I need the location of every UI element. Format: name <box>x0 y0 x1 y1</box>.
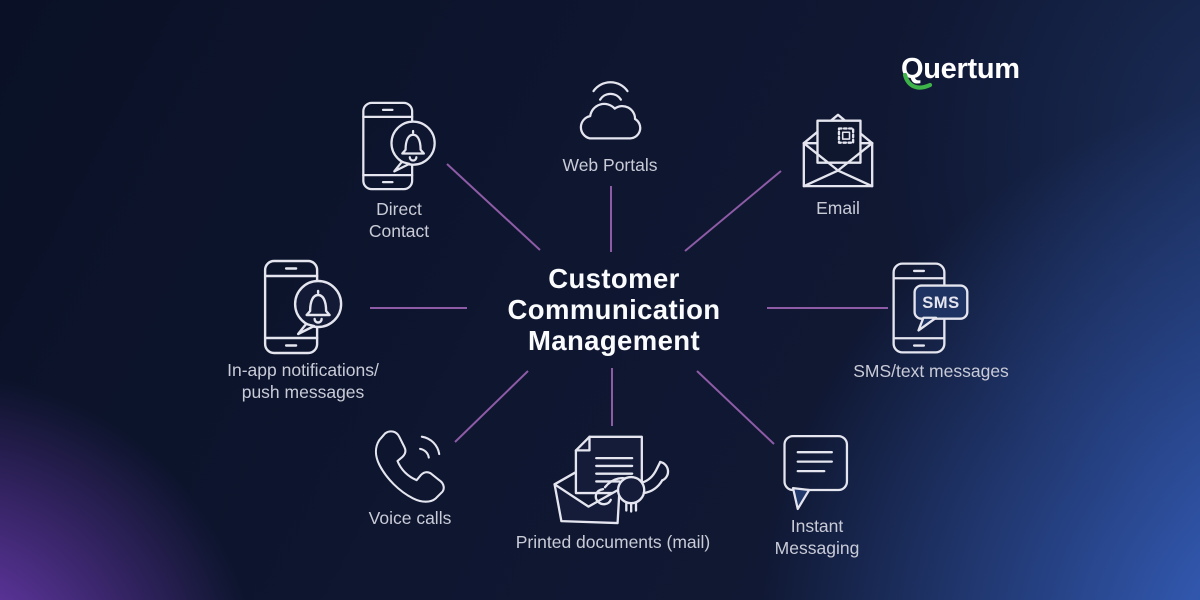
phone-sms-bubble-icon: SMS <box>891 261 971 355</box>
logo-text: Quertum <box>901 53 1020 85</box>
node-direct-contact: Direct Contact <box>361 100 438 242</box>
envelope-document-post-horn-icon <box>550 429 676 528</box>
node-label: Instant Messaging <box>774 516 860 558</box>
logo-q-tail-accent <box>902 72 933 90</box>
node-label: Email <box>816 198 860 218</box>
title-line: Management <box>527 325 701 356</box>
node-in-app-notifications: In-app notifications/ push messages <box>227 258 379 403</box>
node-web-portals: Web Portals <box>563 76 658 177</box>
cloud-signal-icon <box>574 76 646 144</box>
title-line: Customer <box>548 263 680 294</box>
node-label: Printed documents (mail) <box>515 532 711 552</box>
node-label: SMS/text messages <box>853 361 1009 381</box>
logo: Quertum <box>901 53 1020 90</box>
node-label: Web Portals <box>562 155 658 175</box>
node-label: In-app notifications/ push messages <box>227 360 379 402</box>
spoke-line <box>684 170 782 252</box>
open-envelope-letter-stamp-icon <box>795 108 881 192</box>
node-label: Direct Contact <box>368 199 430 241</box>
node-label: Voice calls <box>368 508 452 528</box>
phone-notification-icon <box>262 258 344 356</box>
node-email: Email <box>795 108 881 220</box>
node-printed-documents: Printed documents (mail) <box>515 429 711 554</box>
spoke-line <box>446 163 541 251</box>
chat-bubble-lines-icon <box>782 433 852 513</box>
title-line: Communication <box>507 294 721 325</box>
center-title: Customer Communication Management <box>508 263 721 356</box>
spoke-line <box>454 370 529 443</box>
svg-text:SMS: SMS <box>922 293 959 312</box>
spoke-line <box>696 370 775 445</box>
node-instant-messaging: Instant Messaging <box>774 433 860 559</box>
phone-notification-icon <box>361 100 438 192</box>
node-voice-calls: Voice calls <box>368 426 452 530</box>
phone-handset-waves-icon <box>370 426 450 503</box>
node-sms-text-messages: SMS SMS/text messages <box>853 261 1009 383</box>
